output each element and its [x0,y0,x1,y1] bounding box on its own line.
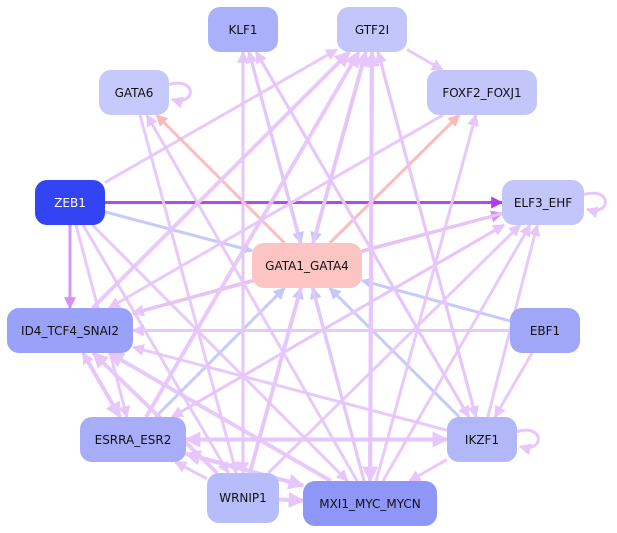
edge-klf1-to-ikzf1 [254,51,471,419]
node-gata1-gata4[interactable]: GATA1_GATA4 [252,243,362,288]
node-label: ZEB1 [54,195,86,210]
self-loop-edge [516,428,540,456]
node-label: EBF1 [529,323,561,338]
node-gata6[interactable]: GATA6 [99,70,169,115]
edge-gtf2i-to-mxi1_myc_mycn [362,51,379,483]
edge-zeb1-to-gata1_gata4 [104,210,254,254]
edge-zeb1-to-gtf2i [104,48,339,184]
edge-wrnip1-to-elf3_ehf [267,223,522,475]
edge-wrnip1-to-mxi1_myc_mycn [278,491,305,508]
node-zeb1[interactable]: ZEB1 [35,180,105,225]
edge-gata1_gata4-to-foxf2_foxj1 [328,113,461,245]
node-ikzf1[interactable]: IKZF1 [447,417,517,462]
node-label: ID4_TCF4_SNAI2 [21,323,119,338]
node-label: KLF1 [228,22,258,37]
node-label: ESRRA_ESR2 [94,432,172,447]
edge-ebf1-to-ikzf1 [493,352,534,419]
node-label: WRNIP1 [219,491,267,505]
node-label: FOXF2_FOXJ1 [442,85,522,100]
node-label: GTF2I [354,22,390,37]
node-mxi1-myc-mycn[interactable]: MXI1_MYC_MYCN [303,481,437,526]
node-ebf1[interactable]: EBF1 [510,308,580,353]
edge-id4_tcf4_snai2-to-gtf2i [91,50,351,310]
edge-mxi1_myc_mycn-to-elf3_ehf [381,223,532,482]
edge-ebf1-to-gata1_gata4 [360,277,511,323]
node-label: GATA1_GATA4 [265,258,349,273]
edge-foxf2_foxj1-to-id4_tcf4_snai2 [107,113,444,310]
node-gtf2i[interactable]: GTF2I [337,7,407,52]
node-id4-tcf4-snai2[interactable]: ID4_TCF4_SNAI2 [7,308,133,353]
node-foxf2-foxj1[interactable]: FOXF2_FOXJ1 [427,70,537,115]
edge-wrnip1-to-esrra_esr2 [174,460,208,481]
edge-mxi1_myc_mycn-to-gata6 [145,113,359,482]
edge-ikzf1-to-gata1_gata4 [328,286,461,419]
edge-zeb1-to-wrnip1 [81,224,230,475]
edge-esrra_esr2-to-gtf2i [144,50,361,419]
node-klf1[interactable]: KLF1 [208,7,278,52]
edge-esrra_esr2-to-id4_tcf4_snai2 [81,351,122,418]
edge-gtf2i-to-foxf2_foxj1 [406,48,444,72]
edge-ikzf1-to-mxi1_myc_mycn [408,458,448,483]
node-label: ELF3_EHF [513,195,573,210]
edge-esrra_esr2-to-gata1_gata4 [154,286,286,419]
node-label: IKZF1 [464,432,500,447]
node-wrnip1[interactable]: WRNIP1 [207,473,279,523]
self-loop-edge [583,191,607,219]
node-elf3-ehf[interactable]: ELF3_EHF [502,180,584,225]
self-loop-edge [168,81,192,109]
edge-elf3_ehf-to-esrra_esr2 [170,223,505,419]
edge-gata6-to-wrnip1 [138,114,240,475]
node-esrra-esr2[interactable]: ESRRA_ESR2 [80,417,186,462]
node-label: MXI1_MYC_MYCN [319,496,421,511]
edge-mxi1_myc_mycn-to-foxf2_foxj1 [374,113,479,482]
node-label: GATA6 [114,85,154,100]
